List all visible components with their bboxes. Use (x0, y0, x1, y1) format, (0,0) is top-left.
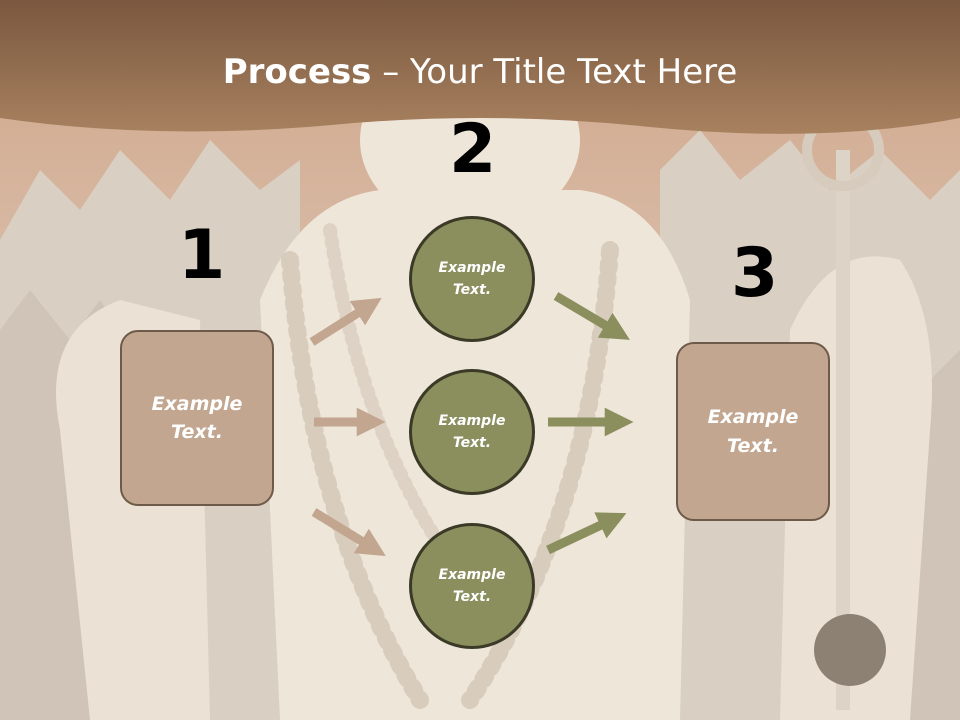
circle-bottom[interactable]: Example Text. (409, 523, 535, 649)
circle-middle[interactable]: Example Text. (409, 369, 535, 495)
header-band (0, 0, 960, 134)
step-number-2: 2 (449, 110, 497, 189)
left-text-box[interactable]: Example Text. (120, 330, 274, 506)
circle-bottom-text: Example Text. (438, 566, 506, 605)
title-rest: – Your Title Text Here (371, 52, 738, 92)
title-bold: Process (222, 52, 372, 92)
step-number-3: 3 (731, 234, 779, 313)
page-title: Process – Your Title Text Here (0, 52, 960, 92)
circle-top[interactable]: Example Text. (409, 216, 535, 342)
step-number-1: 1 (178, 216, 226, 295)
right-box-text: Example Text. (707, 406, 799, 457)
right-text-box[interactable]: Example Text. (676, 342, 830, 521)
circle-top-text: Example Text. (438, 259, 506, 298)
left-box-text: Example Text. (151, 392, 243, 444)
circle-middle-text: Example Text. (438, 412, 506, 451)
